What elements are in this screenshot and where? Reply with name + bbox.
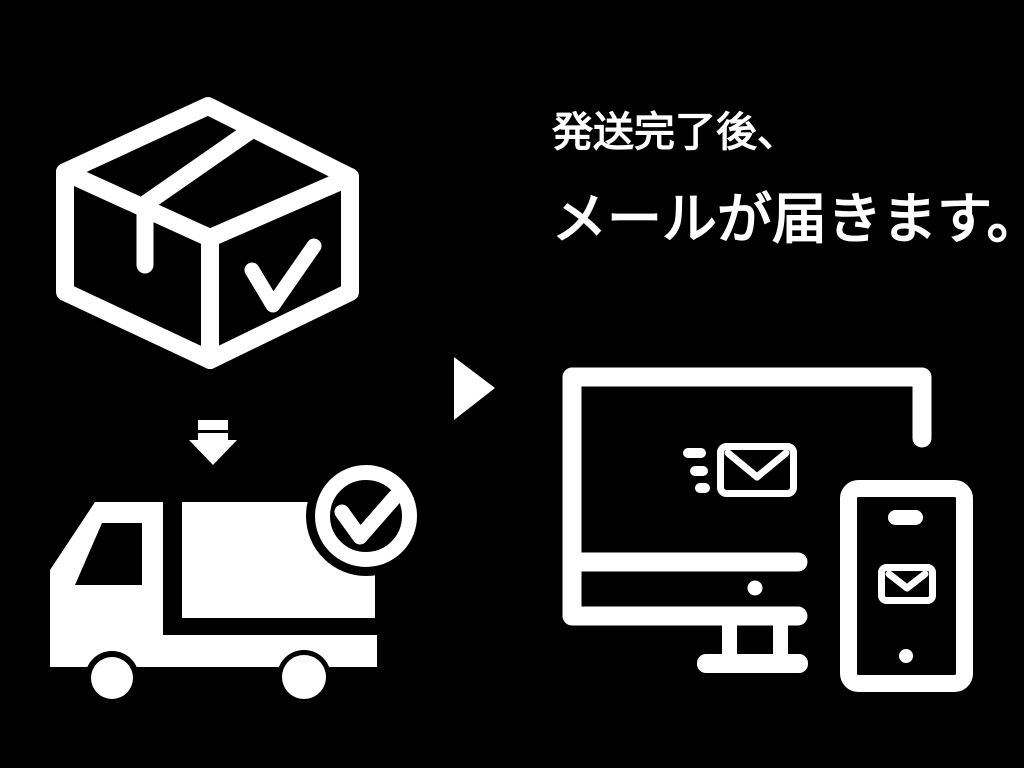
truck-window <box>75 523 142 585</box>
arrow-right-triangle-icon <box>454 357 495 420</box>
caption-line-2: メールが届きます。 <box>552 188 1024 250</box>
smartphone-email-icon <box>840 480 973 692</box>
check-badge-icon <box>315 465 417 567</box>
monitor-icon <box>562 367 932 673</box>
phone-home-dot <box>899 649 913 663</box>
arrow-down-icon <box>189 420 237 465</box>
caption-line-1: 発送完了後、 <box>552 109 798 155</box>
devices-email-icon <box>562 367 973 692</box>
monitor-power-dot <box>747 580 763 596</box>
monitor-stand-base <box>697 654 808 673</box>
truck-front-wheel <box>91 657 133 699</box>
email-send-icon <box>683 443 797 497</box>
delivery-truck-check-icon <box>50 456 426 705</box>
truck-rear-wheel <box>282 655 326 699</box>
package-check-icon <box>56 97 359 369</box>
phone-speaker <box>888 510 923 525</box>
